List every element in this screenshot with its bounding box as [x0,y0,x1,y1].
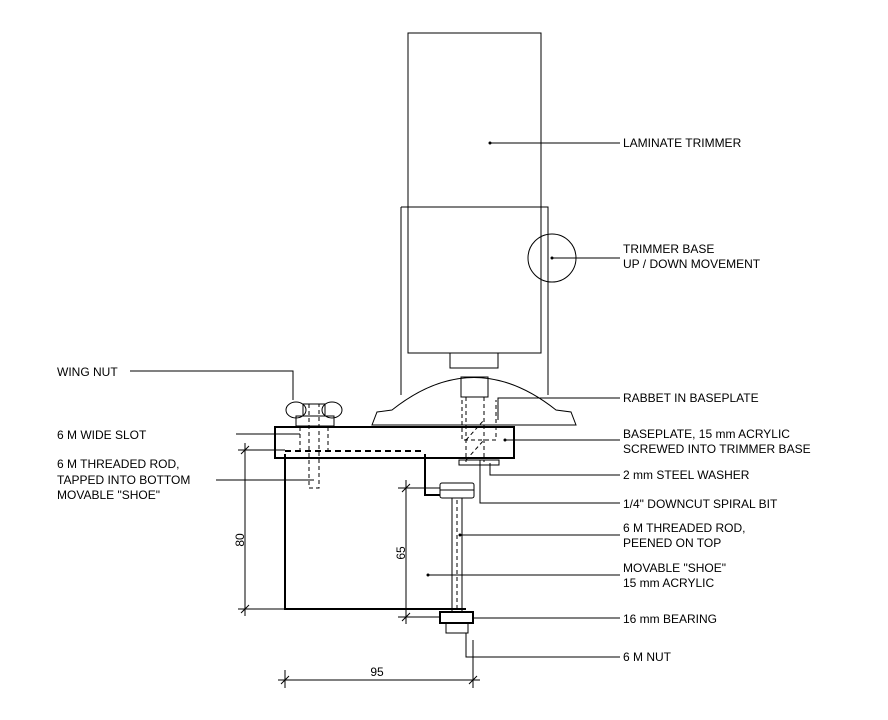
dimension-65 [398,480,440,624]
dimension-95-label: 95 [370,665,384,679]
label-spiral-bit: 1/4" DOWNCUT SPIRAL BIT [623,497,778,511]
label-threaded-rod-peened-top: PEENED ON TOP [623,536,721,550]
wing-nut [285,401,343,427]
label-nut: 6 M NUT [623,650,672,664]
label-baseplate-screwed: SCREWED INTO TRIMMER BASE [623,442,811,456]
label-washer: 2 mm STEEL WASHER [623,468,750,482]
leader-lines [426,141,620,658]
label-baseplate: BASEPLATE, 15 mm ACRYLIC [623,427,790,441]
leader-lines-left [130,370,314,481]
movable-shoe [284,454,466,610]
spiral-bit [465,397,485,462]
label-threaded-rod-peened: 6 M THREADED ROD, [623,521,745,535]
label-trimmer-base: TRIMMER BASE [623,242,714,256]
bearing [439,611,474,624]
label-laminate-trimmer: LAMINATE TRIMMER [623,136,742,150]
label-movable-shoe: MOVABLE "SHOE" [623,561,726,575]
label-threaded-rod-tapped: TAPPED INTO BOTTOM [57,473,190,487]
collet [460,376,489,398]
label-wing-nut: WING NUT [57,365,118,379]
nut [445,622,469,634]
dimension-80 [238,443,285,616]
label-wide-slot: 6 M WIDE SLOT [57,428,147,442]
label-trimmer-base-movement: UP / DOWN MOVEMENT [623,257,761,271]
label-bearing: 16 mm BEARING [623,612,717,626]
dimension-65-label: 65 [394,546,408,560]
laminate-trimmer [407,32,542,369]
tapped-threaded-rod [299,404,329,489]
label-movable-shoe-material: 15 mm ACRYLIC [623,576,714,590]
label-rabbet: RABBET IN BASEPLATE [623,391,759,405]
label-threaded-rod-shoe: MOVABLE "SHOE" [57,488,160,502]
baseplate [274,400,515,459]
dimension-95 [278,640,480,688]
trimmer-base [371,206,577,426]
label-threaded-rod-bottom: 6 M THREADED ROD, [57,457,179,471]
peened-threaded-rod [439,482,475,613]
steel-washer [458,459,500,466]
dimension-80-label: 80 [233,533,247,547]
